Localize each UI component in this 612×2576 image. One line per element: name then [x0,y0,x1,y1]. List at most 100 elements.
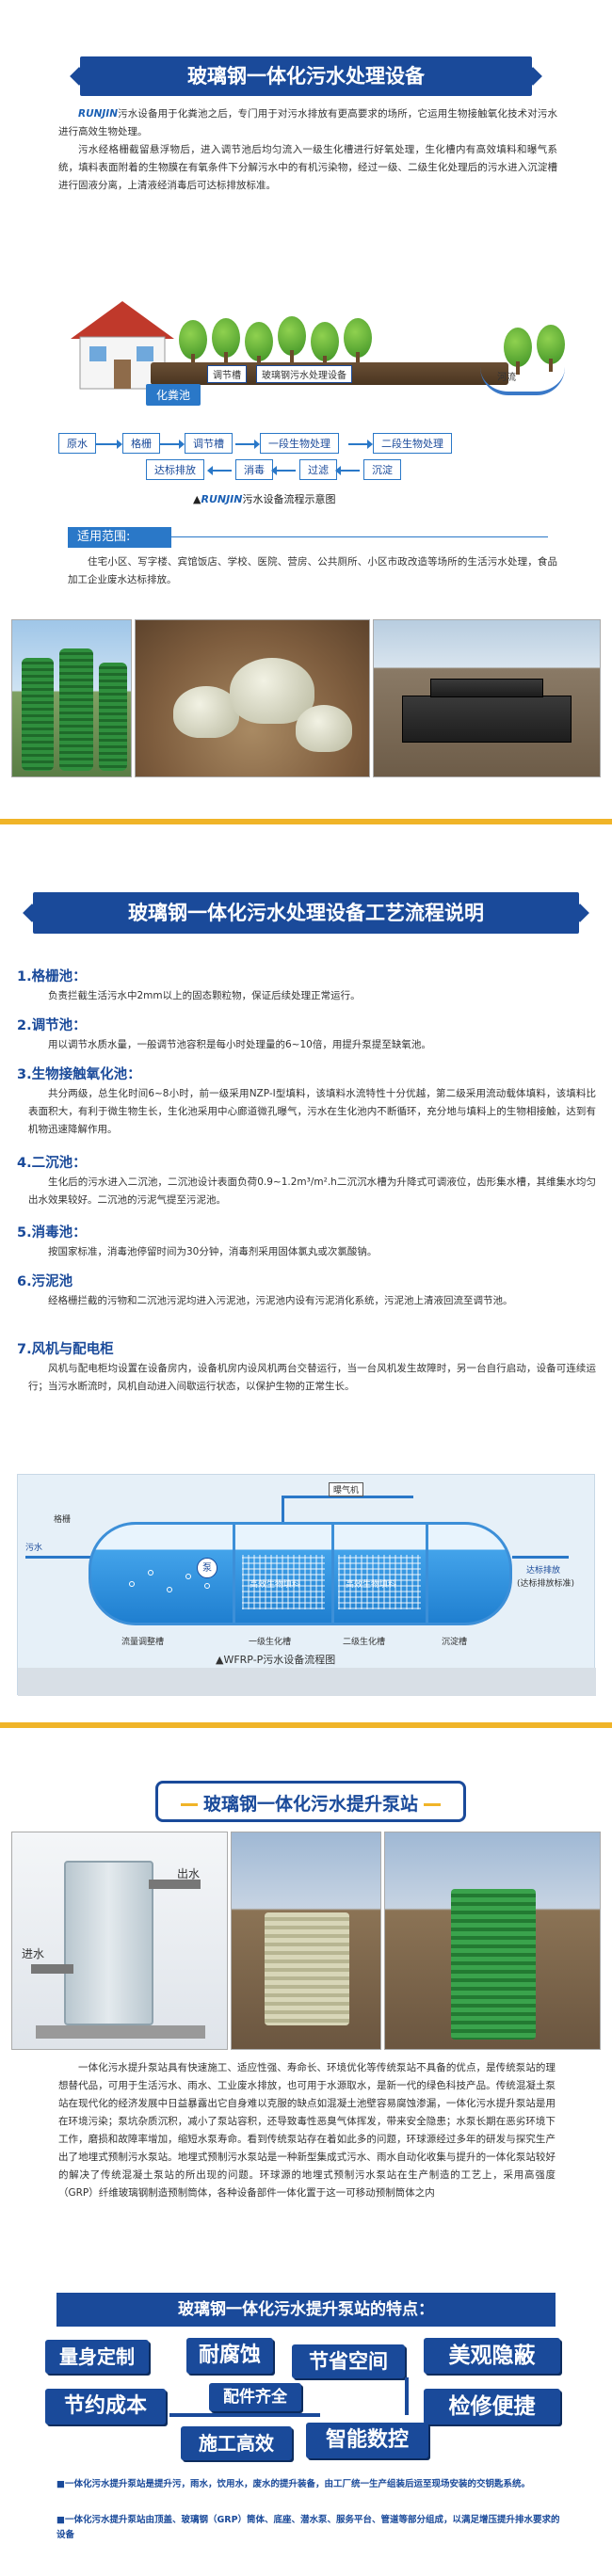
pump-station-render: 出水 进水 [11,1832,228,2050]
grid-label: 格栅 [54,1515,72,1525]
pump-icon: 泵 [197,1558,217,1578]
section1-intro-p2: 污水经格栅截留悬浮物后，进入调节池后均匀流入一级生化槽进行好氧处理，生化槽内有高… [58,144,557,191]
step-text: 生化后的污水进入二沉池，二沉池设计表面负荷0.9~1.2m³/m².h二沉沉水槽… [28,1176,596,1206]
feature-badge: 施工高效 [181,2426,292,2460]
flow-step-regulating: 调节槽 [185,433,233,454]
outlet-water-label: 出水 [177,1867,201,1880]
step-sludge-tank: 6.污泥池 经格栅拦截的污物和二沉池污泥均进入污泥池，污泥池内设有污泥消化系统，… [17,1271,596,1310]
brand-runjin: RUNJIN [78,108,118,120]
pump-station-description: 一体化污水提升泵站具有快速施工、适应性强、寿命长、环境优化等传统泵站不具备的优点… [58,2062,556,2199]
stage-label: 流量调整槽 [121,1638,165,1647]
step-text: 风机与配电柜均设置在设备房内，设备机房内设风机两台交替运行，当一台风机发生故障时… [28,1363,596,1392]
outlet-pipe [149,1880,201,1889]
feature-badge: 量身定制 [45,2340,149,2374]
photo-green-tanks [11,619,132,777]
feature-badge: 美观隐蔽 [424,2338,560,2374]
process-schematic: 化粪池 调节槽 玻璃钢污水处理设备 河流 原水 格栅 调节槽 一段生物处理 二段… [38,273,574,518]
arrow-icon [160,440,185,449]
media-block [338,1555,421,1609]
step-text: 用以调节水质水量，一般调节池容积是每小时处理量的6~10倍，用提升泵提至缺氧池。 [48,1039,431,1050]
media-block [242,1555,325,1609]
step-text: 共分两级，总生化时间6~8小时，前一级采用NZP-I型填料，该填料水流特性十分优… [28,1088,596,1135]
step-title: 5.消毒池： [17,1225,87,1240]
step-blower-cabinet: 7.风机与配电柜 风机与配电柜均设置在设备房内，设备机房内设风机两台交替运行，当… [17,1338,596,1396]
step-text: 负责拦截生活污水中2mm以上的固态颗粒物，保证后续处理正常运行。 [48,990,361,1001]
process-flow-diagram: 污水 格栅 曝气机 高效生物填料 高效生物填料 泵 达标排放 (达标排放标准) … [17,1474,596,1696]
schematic-caption: ▲RUNJIN污水设备流程示意图 [193,493,336,505]
air-header-pipe [282,1496,413,1498]
section-treatment-equipment: 玻璃钢一体化污水处理设备 RUNJIN污水设备用于化粪池之后，专门用于对污水排放… [0,0,612,819]
tree-icon [344,318,372,365]
inlet-pipe [31,1964,73,1974]
section-divider [0,1722,612,1729]
regulating-tank-label: 调节槽 [207,365,247,383]
device-label: 玻璃钢污水处理设备 [256,365,352,383]
outlet-pipe [512,1556,569,1559]
river-label: 河流 [497,373,516,383]
air-pipe [282,1496,284,1524]
inlet-label: 污水 [25,1544,43,1553]
flow-step-grid: 格栅 [122,433,160,454]
feature-badge: 节约成本 [45,2389,166,2424]
tree-icon [537,325,565,372]
flow-step-filter: 过滤 [299,459,337,480]
arrow-icon [348,440,373,449]
scope-text: 住宅小区、写字楼、宾馆饭店、学校、医院、营房、公共厕所、小区市政改造等场所的生活… [68,556,557,585]
air-blower-label: 曝气机 [329,1482,364,1496]
inlet-water-label: 进水 [22,1947,45,1960]
process-caption: ▲WFRP-P污水设备流程图 [216,1654,336,1666]
stage-label: 一级生化槽 [249,1638,292,1647]
scope-heading: 适用范围: [68,527,171,548]
photo-installation-pit [135,619,370,777]
step-title: 2.调节池： [17,1018,87,1033]
flow-step-raw-water: 原水 [58,433,96,454]
section1-intro: RUNJIN污水设备用于化粪池之后，专门用于对污水排放有更高要求的场所，它运用生… [58,105,557,195]
caption-bar [18,1668,596,1696]
step-text: 按国家标准，消毒池停留时间为30分钟，消毒剂采用固体氯丸或次氯酸钠。 [48,1246,378,1257]
outlet-note: (达标排放标准) [517,1579,575,1589]
features-heading: 玻璃钢一体化污水提升泵站的特点： [56,2293,556,2327]
arrow-icon [271,466,296,475]
note-1: ■一体化污水提升泵站是提升污，雨水，饮用水，废水的提升装备，由工厂统一生产组装后… [56,2479,530,2489]
flow-step-disinfect: 消毒 [235,459,273,480]
river-illustration [480,367,565,395]
step-disinfection: 5.消毒池： 按国家标准，消毒池停留时间为30分钟，消毒剂采用固体氯丸或次氯酸钠… [17,1222,596,1261]
inlet-pipe [25,1556,91,1559]
step-title: 7.风机与配电柜 [17,1342,114,1357]
section-process-description: 玻璃钢一体化污水处理设备工艺流程说明 1.格栅池： 负责拦截生活污水中2mm以上… [0,824,612,1722]
tree-icon [179,320,207,367]
arrow-icon [207,466,232,475]
feature-badge: 检修便捷 [424,2389,560,2424]
stage-label: 二级生化槽 [343,1638,386,1647]
outlet-label: 达标排放 [526,1566,561,1576]
step-title: 6.污泥池 [17,1274,73,1289]
tank-body: 高效生物填料 高效生物填料 [89,1522,512,1625]
section2-title: 玻璃钢一体化污水处理设备工艺流程说明 [33,892,579,934]
feature-badge: 耐腐蚀 [186,2338,273,2374]
step-title: 3.生物接触氧化池： [17,1067,141,1082]
feature-badge: 配件齐全 [209,2383,301,2411]
flow-step-bio2: 二段生物处理 [373,433,452,454]
section1-title: 玻璃钢一体化污水处理设备 [80,56,532,96]
photo-buried-unit [373,619,601,777]
stage-label: 沉淀槽 [442,1638,468,1647]
section3-title: 玻璃钢一体化污水提升泵站 [155,1781,466,1822]
arrow-icon [235,440,260,449]
step-text: 经格栅拦截的污物和二沉池污泥均进入污泥池，污泥池内设有污泥消化系统，污泥池上清液… [48,1295,513,1306]
tree-icon [504,328,532,375]
step-bio-contact: 3.生物接触氧化池： 共分两级，总生化时间6~8小时，前一级采用NZP-I型填料… [17,1064,596,1139]
section-divider [0,819,612,825]
section-pump-station: 玻璃钢一体化污水提升泵站 出水 进水 一体化污水提升泵站具有快速施工、适应性强、… [0,1728,612,2576]
step-regulating-tank: 2.调节池： 用以调节水质水量，一般调节池容积是每小时处理量的6~10倍，用提升… [17,1015,596,1054]
flow-step-bio1: 一段生物处理 [260,433,339,454]
step-grid-tank: 1.格栅池： 负责拦截生活污水中2mm以上的固态颗粒物，保证后续处理正常运行。 [17,966,596,1005]
scope-divider [171,536,548,537]
step-title: 1.格栅池： [17,969,87,984]
photo-green-pump-station [384,1832,601,2050]
tree-icon [245,322,273,369]
flow-step-discharge: 达标排放 [146,459,204,480]
arrow-icon [335,466,360,475]
tree-icon [278,316,306,363]
septic-tank-label: 化粪池 [146,384,201,406]
